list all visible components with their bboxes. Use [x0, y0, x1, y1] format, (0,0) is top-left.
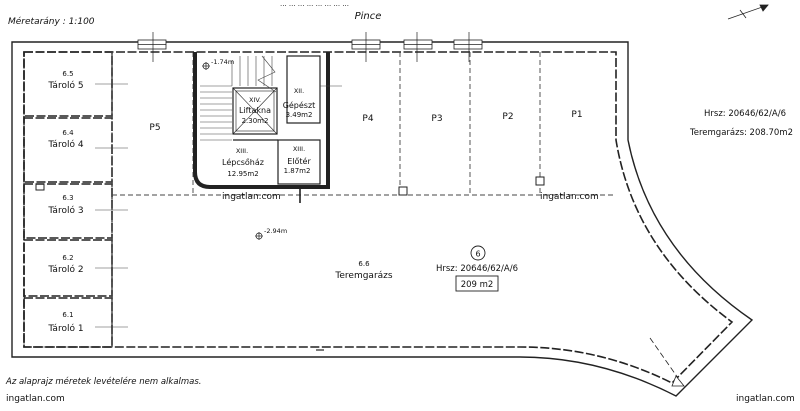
parking-p5: P5	[149, 123, 160, 133]
watermark-4: ingatlan.com	[736, 394, 795, 404]
side-hrsz: Hrsz: 20646/62/A/6	[704, 109, 786, 119]
garage-level-mark: -2.94m	[264, 227, 287, 235]
lobby-number: XIII.	[293, 145, 305, 153]
storage-4-name: Tároló 4	[47, 139, 83, 150]
section-cut-marker	[649, 337, 685, 387]
storage-4-number: 6.4	[62, 129, 74, 137]
storage-1-name: Tároló 1	[47, 323, 83, 334]
lobby-name: Előtér	[287, 156, 311, 166]
parking-p1: P1	[571, 110, 582, 120]
storage-1-number: 6.1	[62, 311, 73, 319]
lift-area: 2.30m2	[242, 117, 269, 125]
watermarks: ingatlan.com ingatlan.com ingatlan.com i…	[6, 192, 795, 404]
area-box	[455, 275, 499, 292]
unit-number: 6	[475, 250, 480, 259]
stair-number: XIII.	[236, 147, 248, 155]
storage-2-name: Tároló 2	[47, 264, 83, 275]
stair-area: 12.95m2	[227, 170, 258, 178]
level-title: Pince	[355, 11, 382, 22]
watermark-1: ingatlan.com	[222, 192, 281, 202]
lift-number: XIV.	[249, 96, 261, 104]
north-arrow-icon	[727, 4, 769, 20]
mech-number: XII.	[294, 87, 304, 95]
garage-hrsz: Hrsz: 20646/62/A/6	[436, 264, 518, 274]
stair-name: Lépcsőház	[222, 157, 264, 167]
garage-number: 6.6	[358, 260, 370, 268]
parking-p3: P3	[431, 114, 442, 124]
storage-2-number: 6.2	[62, 254, 73, 262]
lobby-area: 1.87m2	[284, 167, 311, 175]
stair-core	[193, 52, 330, 189]
parking-p2: P2	[502, 112, 513, 122]
garage-area: 209 m2	[461, 280, 494, 290]
mech-name: Gépészt	[283, 100, 316, 110]
parking-p4: P4	[362, 114, 373, 124]
storage-3-number: 6.3	[62, 194, 73, 202]
storage-5-name: Tároló 5	[47, 80, 83, 91]
lift-name: Liftakna	[239, 106, 271, 115]
top-cut-text: ... ... ... ... ... ... ... ...	[280, 0, 349, 8]
unit-number-circle	[470, 245, 486, 261]
garage-name: Teremgarázs	[334, 271, 392, 281]
watermark-2: ingatlan.com	[540, 192, 599, 202]
disclaimer-text: Az alaprajz méretek levételére nem alkal…	[5, 376, 202, 387]
storage-5-number: 6.5	[62, 70, 73, 78]
inner-wall	[23, 51, 734, 384]
watermark-3: ingatlan.com	[6, 394, 65, 404]
storage-3-name: Tároló 3	[47, 205, 83, 216]
scale-label: Méretarány : 1:100	[8, 16, 95, 27]
mech-area: 3.49m2	[286, 111, 313, 119]
side-total-area: Teremgarázs: 208.70m2	[689, 128, 793, 138]
stair-level-mark: -1.74m	[211, 58, 234, 66]
